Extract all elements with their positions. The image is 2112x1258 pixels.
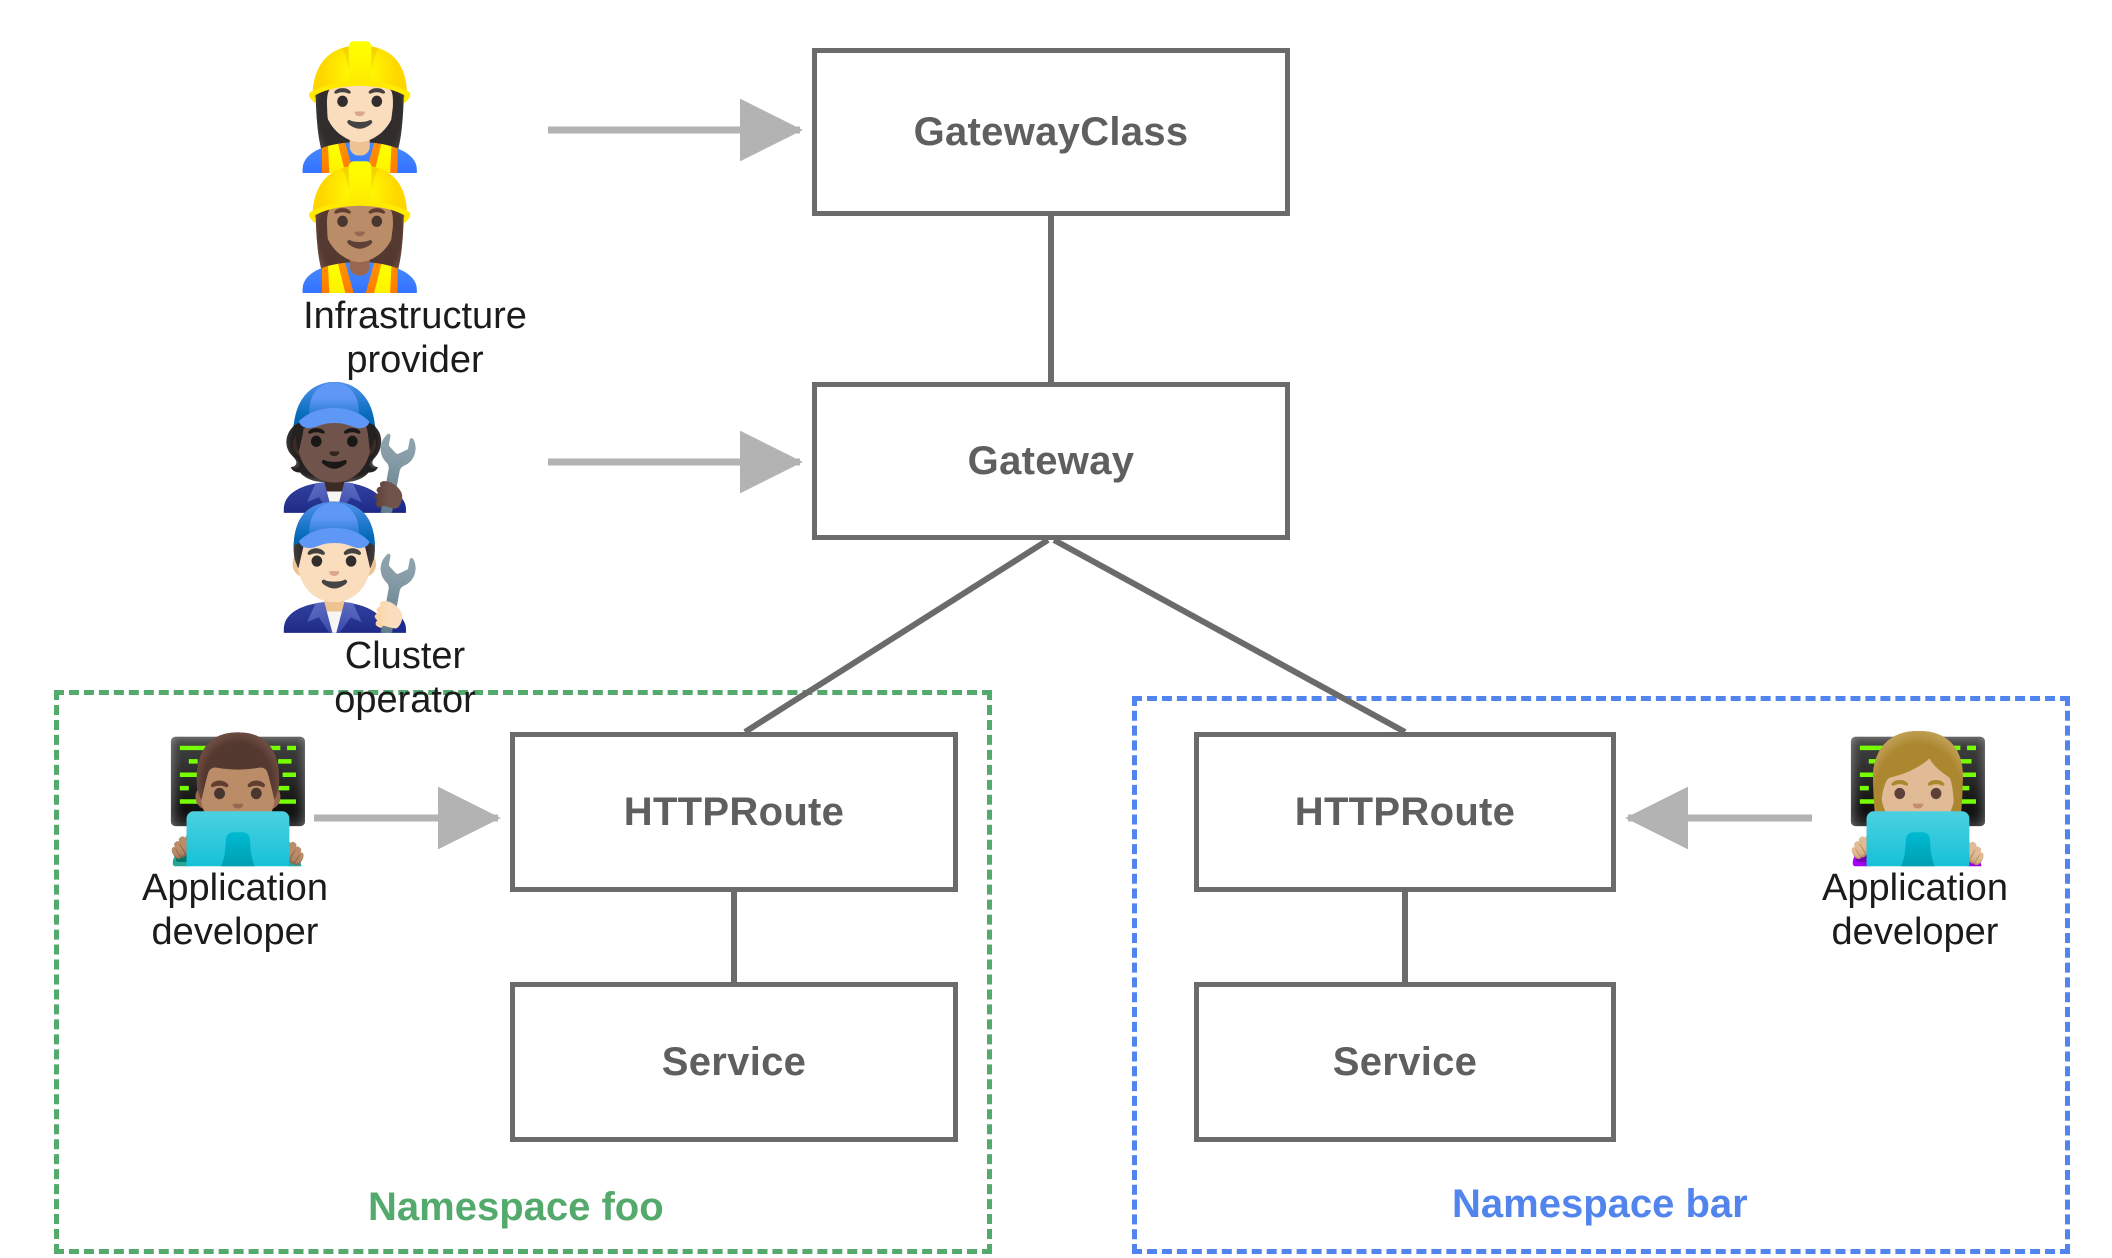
node-httproute-foo-label: HTTPRoute [623,789,845,834]
woman-technologist-icon: 👩🏼‍💻 [1842,728,1994,870]
namespace-bar-container [1132,696,2070,1254]
persona-infrastructure-provider-caption: Infrastructure provider [303,295,527,382]
namespace-bar-label: Namespace bar [1452,1182,1748,1226]
node-gatewayclass-label: GatewayClass [913,109,1189,154]
node-gateway[interactable]: Gateway [812,382,1290,540]
persona-application-developer-foo-caption: Application developer [142,867,328,954]
node-httproute-bar[interactable]: HTTPRoute [1194,732,1616,892]
woman-construction-worker-icon-group: 👷🏻‍♀️👷🏽‍♀️ [285,38,434,297]
persona-application-developer-bar-caption: Application developer [1822,867,2008,954]
persona-cluster-operator-caption: Cluster operator [334,635,476,722]
namespace-foo-label: Namespace foo [368,1185,664,1229]
man-technologist-icon: 👨🏽‍💻 [162,728,314,870]
node-service-foo-label: Service [661,1039,807,1084]
node-httproute-foo[interactable]: HTTPRoute [510,732,958,892]
namespace-foo-container [54,690,992,1254]
node-gateway-label: Gateway [967,438,1135,483]
node-service-bar-label: Service [1332,1039,1478,1084]
persona-application-developer-foo: 👨🏽‍💻 Application developer [110,738,360,954]
node-service-foo[interactable]: Service [510,982,958,1142]
node-gatewayclass[interactable]: GatewayClass [812,48,1290,216]
node-service-bar[interactable]: Service [1194,982,1616,1142]
node-httproute-bar-label: HTTPRoute [1294,789,1516,834]
mechanic-icon-group: 🧑🏿‍🔧👨🏻‍🔧 [275,378,424,637]
persona-application-developer-bar: 👩🏼‍💻 Application developer [1790,738,2040,954]
persona-cluster-operator: 🧑🏿‍🔧👨🏻‍🔧 Cluster operator [275,388,535,722]
persona-infrastructure-provider: 👷🏻‍♀️👷🏽‍♀️ Infrastructure provider [285,48,545,382]
